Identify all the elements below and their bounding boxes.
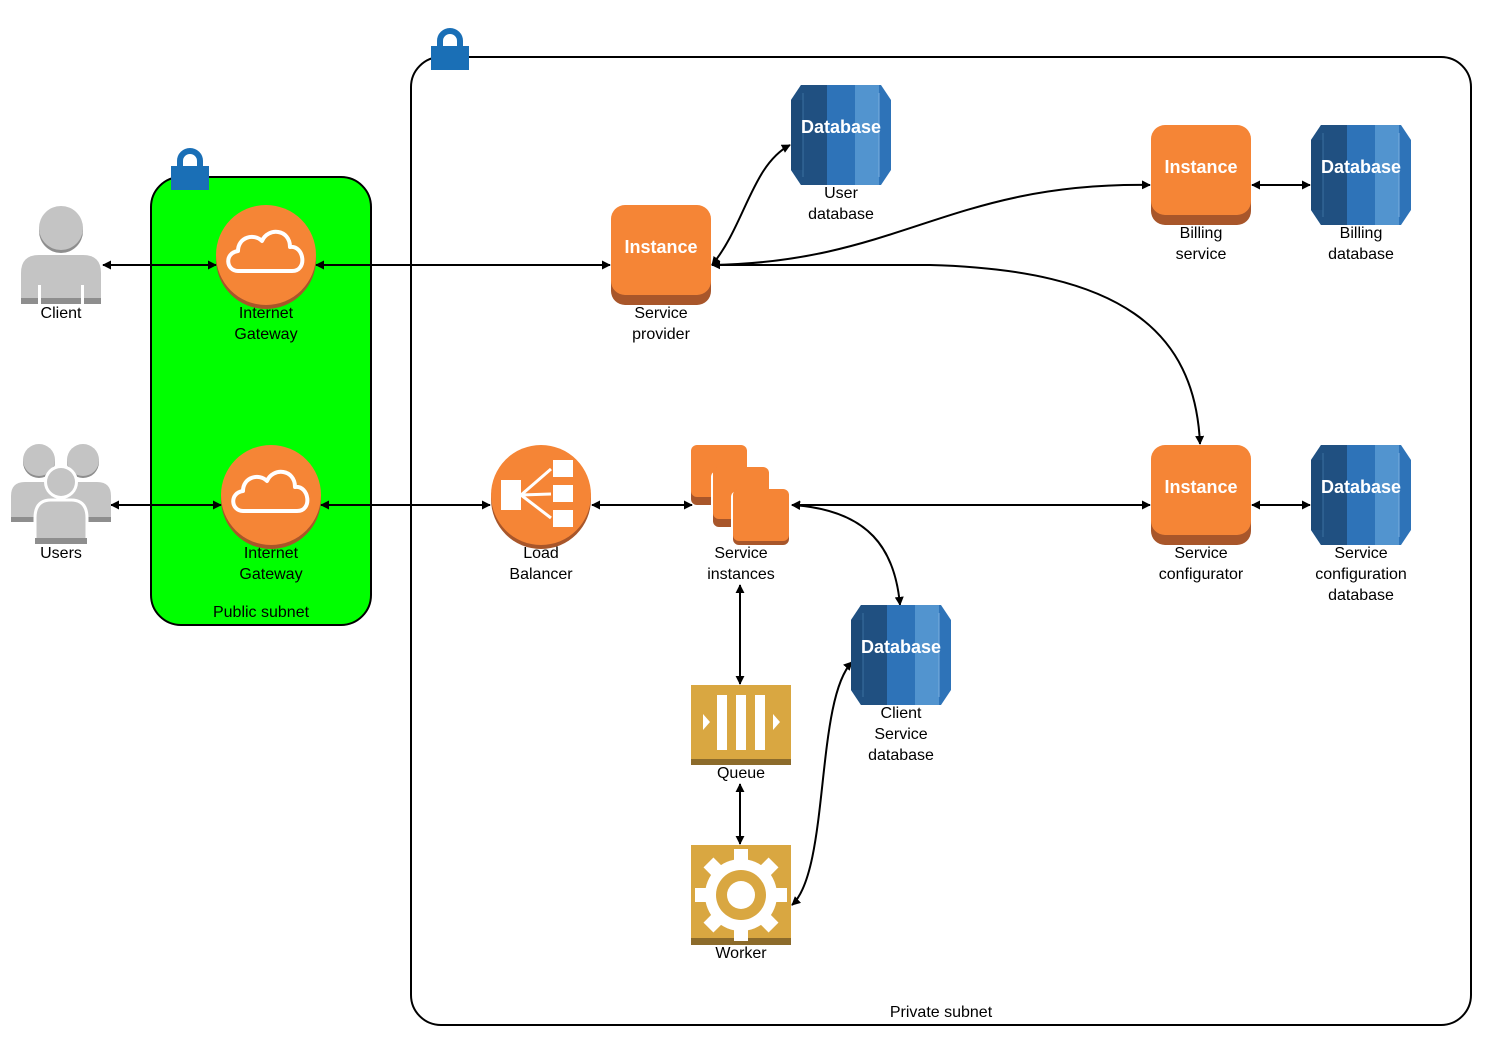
edge-service-provider-configurator <box>712 264 1205 445</box>
internet-gateway-2[interactable] <box>221 445 321 549</box>
service-instances-node[interactable] <box>691 445 791 547</box>
client-label: Client <box>40 305 82 322</box>
client-node[interactable] <box>21 206 101 304</box>
worker-node[interactable] <box>691 845 791 945</box>
users-node[interactable] <box>11 444 111 546</box>
service-provider-inner-label: Instance <box>624 237 698 257</box>
cloud-icon <box>231 470 310 513</box>
service-configurator-inner-label: Instance <box>1164 477 1238 497</box>
user-db-inner-label: Database <box>800 117 882 137</box>
config-db-inner-label: Database <box>1320 477 1402 497</box>
billing-service-inner-label: Instance <box>1164 157 1238 177</box>
private-subnet <box>410 56 1472 1026</box>
gear-icon <box>695 849 787 941</box>
queue-label: Queue <box>716 765 766 782</box>
client-db-label: Client Service database <box>868 705 934 764</box>
user-icon <box>21 206 101 304</box>
instance-stack-icon <box>691 445 791 547</box>
edge-worker-client-db <box>791 661 853 906</box>
igw1-label: Internet Gateway <box>234 305 298 343</box>
igw2-label: Internet Gateway <box>239 545 303 583</box>
lock-icon <box>171 151 209 190</box>
users-icon <box>11 444 111 546</box>
service-configurator-label: Service configurator <box>1158 545 1244 583</box>
private-subnet-label: Private subnet <box>889 1004 993 1021</box>
billing-db-label: Billing database <box>1328 225 1394 263</box>
service-instances-label: Service instances <box>707 545 775 583</box>
client-db-inner-label: Database <box>860 637 942 657</box>
lock-icon <box>431 31 469 70</box>
load-balancer[interactable] <box>491 445 591 549</box>
billing-service-label: Billing service <box>1175 225 1227 263</box>
users-label: Users <box>40 545 82 562</box>
worker-label: Worker <box>715 945 767 962</box>
load-balancer-label: Load Balancer <box>509 545 573 583</box>
service-provider-label: Service provider <box>632 305 690 343</box>
config-db-label: Service configuration database <box>1315 545 1407 604</box>
queue-icon <box>703 695 780 750</box>
cloud-icon <box>226 230 305 273</box>
load-balancer-icon <box>501 460 573 527</box>
billing-db-inner-label: Database <box>1320 157 1402 177</box>
user-db-label: User database <box>808 185 874 223</box>
internet-gateway-1[interactable] <box>216 205 316 309</box>
edge-instances-client-db <box>791 501 904 606</box>
public-subnet-label: Public subnet <box>212 604 310 621</box>
edges <box>102 144 1311 906</box>
queue-node[interactable] <box>691 685 791 765</box>
edge-service-provider-billing <box>711 180 1151 270</box>
